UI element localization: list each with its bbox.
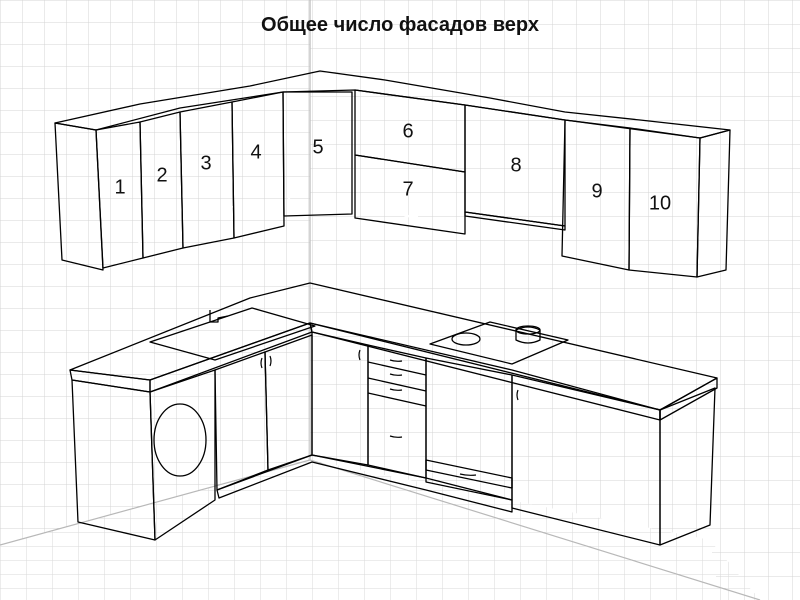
lower-handles — [260, 349, 519, 476]
diagram-title: Общее число фасадов верх — [261, 14, 539, 36]
facade-10 — [628, 127, 701, 278]
facade-5-label: 5 — [312, 136, 323, 158]
washer-door — [153, 403, 207, 477]
lower-cabinets — [69, 282, 718, 546]
facade-8-label: 8 — [510, 154, 521, 176]
upper-left-end-panel — [54, 122, 104, 271]
facade-4 — [231, 91, 285, 239]
facade-5 — [282, 91, 353, 217]
hob — [429, 321, 569, 365]
facade-9-label: 9 — [591, 180, 602, 202]
upper-handles — [137, 190, 636, 259]
facade-1-label: 1 — [114, 176, 125, 198]
facade-2-label: 2 — [156, 164, 167, 186]
right-cabinet-side — [659, 387, 716, 546]
pan — [451, 332, 481, 346]
upper-cabinets: 1 2 3 4 5 6 7 8 9 10 — [54, 70, 731, 278]
right-wall — [310, 0, 800, 600]
facade-7-label: 7 — [402, 178, 413, 200]
faucet — [209, 310, 229, 323]
facade-3-label: 3 — [200, 152, 211, 174]
plinth — [216, 454, 513, 513]
pot — [515, 326, 541, 344]
floor — [0, 460, 760, 600]
left-wall — [0, 0, 310, 545]
facade-10-label: 10 — [649, 192, 671, 214]
open-shelf — [464, 211, 566, 231]
washer-front — [149, 369, 216, 541]
facade-4-label: 4 — [250, 141, 261, 163]
facade-6-label: 6 — [402, 120, 413, 142]
facade-7 — [354, 154, 466, 235]
